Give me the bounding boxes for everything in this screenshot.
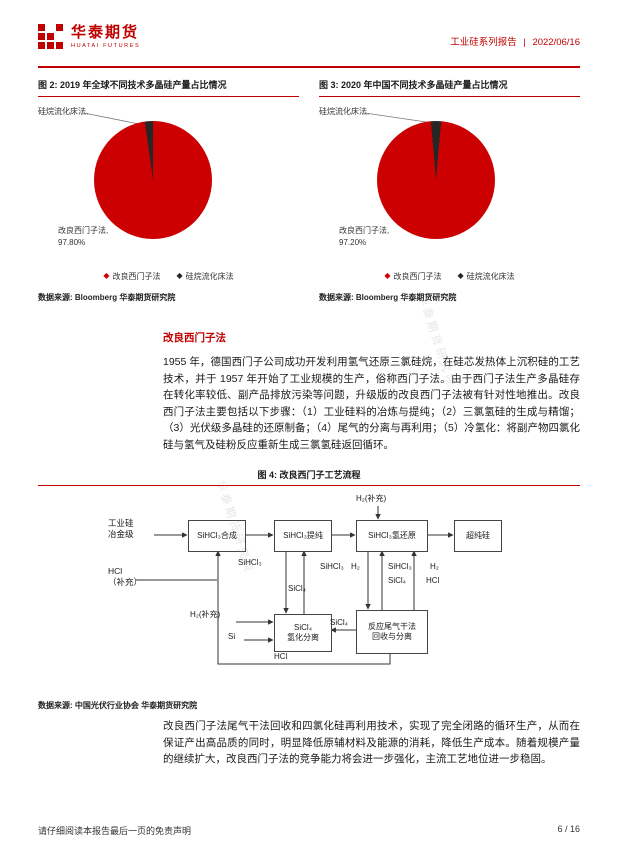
process-flow-diagram: 工业硅 冶金级 SiHCl₃合成 SiHCl₃提纯 SiHCl₃氢还原 超纯硅 … <box>38 492 580 678</box>
report-series-and-date: 工业硅系列报告 | 2022/06/16 <box>446 34 580 48</box>
legend-marker-red: ◆ <box>103 271 110 281</box>
brand-name-en: HUATAI FUTURES <box>71 43 141 49</box>
pie-major-label: 改良西门子法, 97.20% <box>339 225 390 247</box>
huatai-logo-icon <box>38 24 63 49</box>
figure-4-source: 数据来源: 中国光伏行业协会 华泰期货研究院 <box>38 701 198 710</box>
page-footer: 请仔细阅读本报告最后一页的免责声明 6 / 16 <box>38 824 580 837</box>
flow-box-ultrapure-silicon: 超纯硅 <box>454 520 502 552</box>
flow-box-tailgas-recovery: 反应尾气干法 回收与分离 <box>356 610 428 654</box>
flow-box-hydrogenation-separation: SiCl₄ 氢化分离 <box>274 614 332 652</box>
page-number: 6 / 16 <box>557 824 580 834</box>
label-h2-mid: H₂ <box>351 562 360 571</box>
label-h2-right: H₂ <box>430 562 439 571</box>
pie-chart <box>377 120 495 239</box>
pie-major-label: 改良西门子法, 97.80% <box>58 225 109 247</box>
label-h2-supplement-left: H₂(补充) <box>190 610 221 619</box>
flow-box-purification: SiHCl₃提纯 <box>274 520 332 552</box>
pie-legend: ◆ 改良西门子法 ◆ 硅烷流化床法 <box>319 271 580 282</box>
legend-item: ◆ 硅烷流化床法 <box>176 271 234 281</box>
figure-3-title: 图 3: 2020 年中国不同技术多晶硅产量占比情况 <box>319 80 580 97</box>
figure-2-title: 图 2: 2019 年全球不同技术多晶硅产量占比情况 <box>38 80 299 97</box>
label-hcl-right: HCl <box>426 576 440 585</box>
closing-section: 改良西门子法尾气干法回收和四氯化硅再利用技术，实现了完全闭路的循环生产，从而在保… <box>163 718 580 768</box>
section-modified-siemens: 改良西门子法 1955 年，德国西门子公司成功开发利用氢气还原三氯硅烷，在硅芯发… <box>163 330 580 453</box>
figure-3: 图 3: 2020 年中国不同技术多晶硅产量占比情况 硅烷流化床法, 改良西门子… <box>319 80 580 303</box>
label-sicl4-right: SiCl₄ <box>388 576 406 585</box>
pie-chart <box>94 120 212 239</box>
pie-callout-line <box>83 112 145 126</box>
brand-name-cn: 华泰期货 <box>71 24 140 41</box>
legend-item: ◆ 硅烷流化床法 <box>457 271 515 281</box>
section-paragraph: 1955 年，德国西门子公司成功开发利用氢气还原三氯硅烷，在硅芯发热体上沉积硅的… <box>163 356 580 451</box>
figure-2-source: 数据来源: Bloomberg 华泰期货研究院 <box>38 292 176 302</box>
pie-minor-label: 硅烷流化床法, <box>38 106 89 116</box>
figure-3-source: 数据来源: Bloomberg 华泰期货研究院 <box>319 292 457 302</box>
label-hcl-loop: HCl <box>274 652 288 661</box>
charts-row: 图 2: 2019 年全球不同技术多晶硅产量占比情况 硅烷流化床法, 改良西门子… <box>38 80 580 303</box>
report-date: 2022/06/16 <box>532 37 580 48</box>
flow-input-material: 工业硅 冶金级 <box>108 518 134 540</box>
label-sihcl3-mid: SiHCl₃ <box>320 562 344 571</box>
legend-item: ◆ 改良西门子法 <box>103 271 161 281</box>
report-series: 工业硅系列报告 <box>450 37 517 48</box>
flow-arrows <box>136 506 454 665</box>
page-header: 华泰期货 HUATAI FUTURES 工业硅系列报告 | 2022/06/16 <box>38 22 580 64</box>
label-sihcl3-right: SiHCl₃ <box>388 562 412 571</box>
pie-legend: ◆ 改良西门子法 ◆ 硅烷流化床法 <box>38 271 299 282</box>
figure-3-chart: 硅烷流化床法, 改良西门子法, 97.20% <box>319 101 580 269</box>
huatai-logo: 华泰期货 HUATAI FUTURES <box>38 24 140 50</box>
footer-disclaimer: 请仔细阅读本报告最后一页的免责声明 <box>38 826 192 836</box>
figure-4: 图 4: 改良西门子工艺流程 <box>38 468 580 678</box>
figure-2-chart: 硅烷流化床法, 改良西门子法, 97.80% <box>38 101 299 269</box>
label-sihcl3-left: SiHCl₃ <box>238 558 262 567</box>
label-sicl4-down: SiCl₄ <box>288 584 306 593</box>
label-hcl-supplement: HCl （补充） <box>108 566 143 588</box>
legend-marker-red: ◆ <box>384 271 391 281</box>
flow-box-hydrogen-reduction: SiHCl₃氢还原 <box>356 520 428 552</box>
closing-paragraph: 改良西门子法尾气干法回收和四氯化硅再利用技术，实现了完全闭路的循环生产，从而在保… <box>163 720 580 765</box>
legend-marker-dark: ◆ <box>176 271 183 281</box>
header-rule <box>38 66 580 68</box>
label-h2-supplement-top: H₂(补充) <box>356 494 387 503</box>
section-heading: 改良西门子法 <box>163 332 226 344</box>
figure-4-title: 图 4: 改良西门子工艺流程 <box>38 468 580 486</box>
legend-item: ◆ 改良西门子法 <box>384 271 442 281</box>
legend-marker-dark: ◆ <box>457 271 464 281</box>
pie-minor-label: 硅烷流化床法, <box>319 106 370 116</box>
flow-box-synthesis: SiHCl₃合成 <box>188 520 246 552</box>
label-si: Si <box>228 632 236 641</box>
label-sicl4-recycle: SiCl₄ <box>330 618 348 627</box>
header-separator: | <box>523 37 526 48</box>
pie-callout-line <box>364 112 434 124</box>
figure-2: 图 2: 2019 年全球不同技术多晶硅产量占比情况 硅烷流化床法, 改良西门子… <box>38 80 299 303</box>
